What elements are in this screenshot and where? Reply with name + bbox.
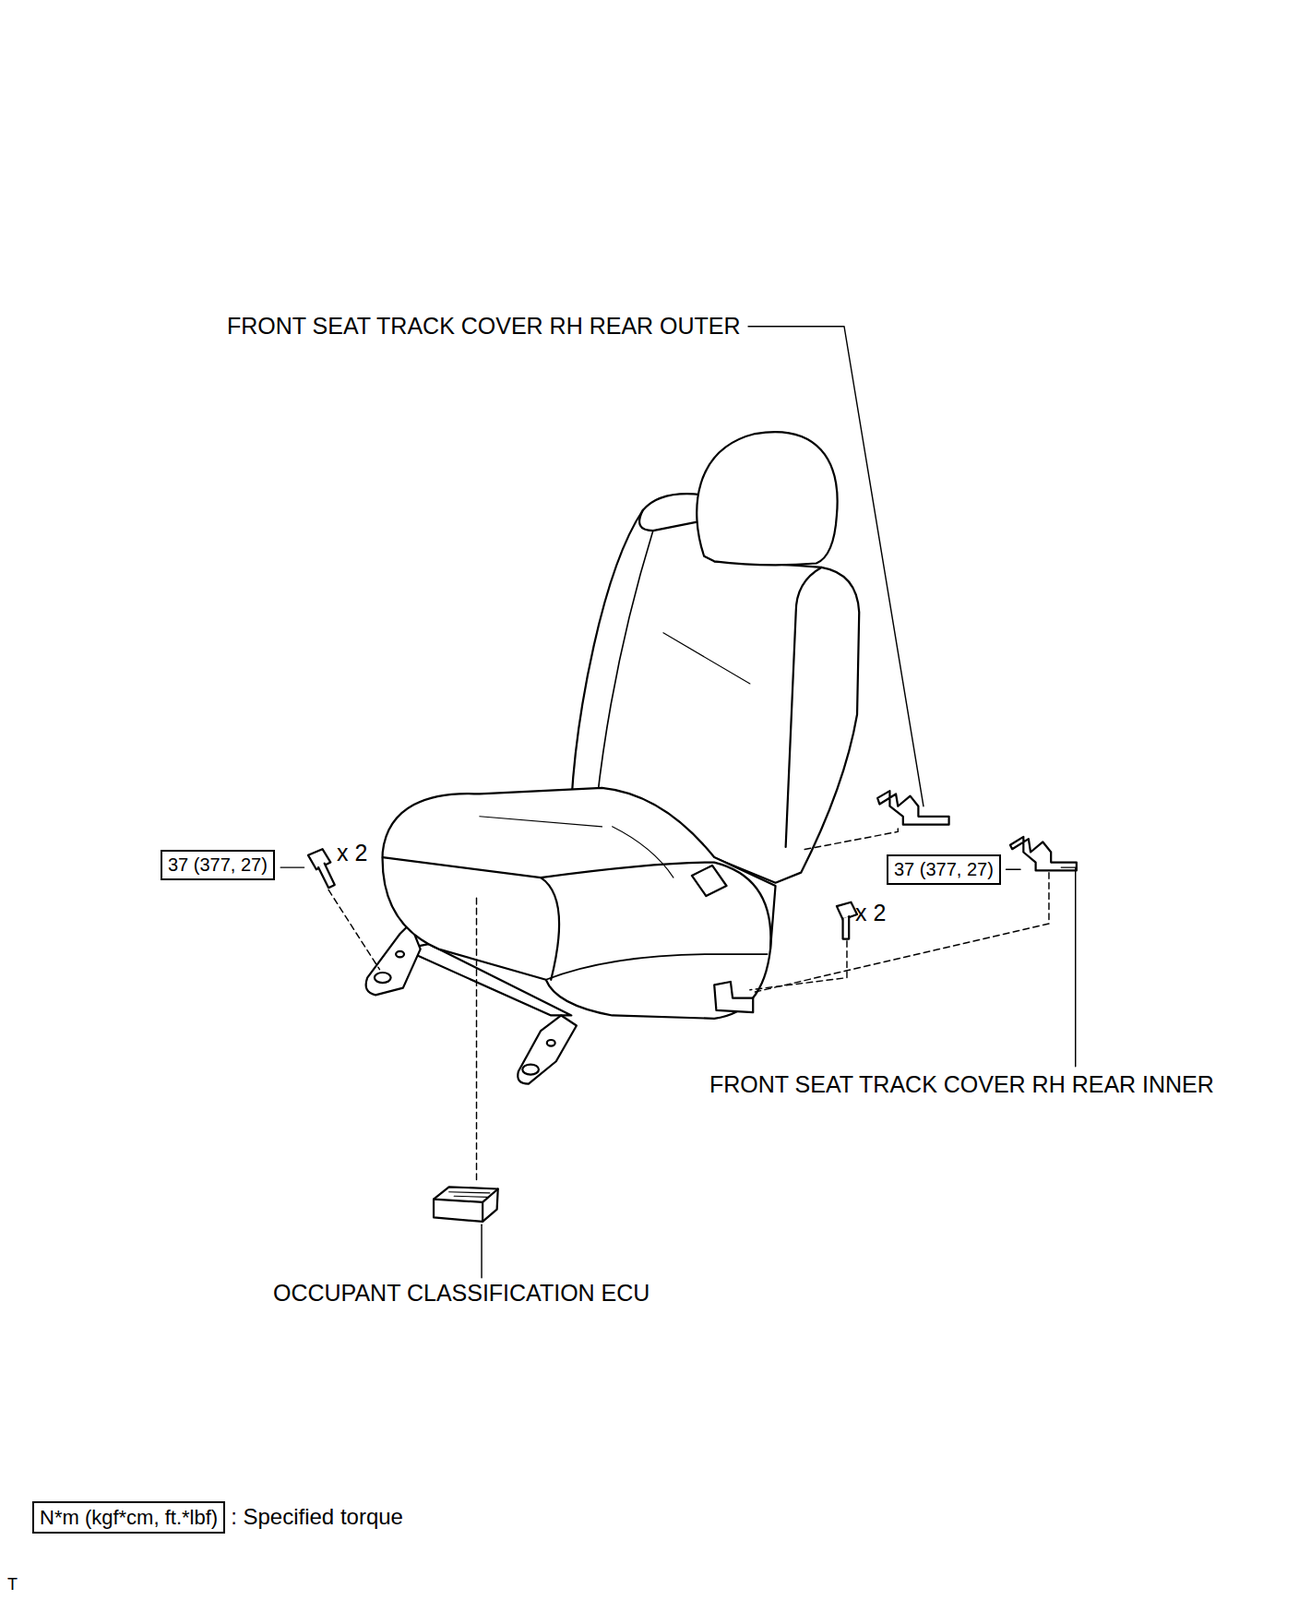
torque-value: 37 (377, 27) bbox=[167, 854, 268, 876]
leader-line bbox=[748, 325, 845, 327]
part-name: FRONT SEAT TRACK COVER RH REAR INNER bbox=[709, 1072, 1215, 1098]
track-cover bbox=[1010, 836, 1077, 870]
part-name: FRONT SEAT TRACK COVER RH REAR OUTER bbox=[226, 313, 741, 340]
track-cover bbox=[877, 790, 949, 824]
seat-bracket bbox=[517, 1014, 577, 1084]
seat-bracket bbox=[714, 981, 753, 1013]
leader-line bbox=[280, 326, 1076, 1278]
part-name: OCCUPANT CLASSIFICATION ECU bbox=[273, 1280, 650, 1307]
seat-headrest bbox=[696, 431, 837, 565]
torque-value: 37 (377, 27) bbox=[893, 858, 994, 881]
seat-cushion bbox=[382, 787, 776, 1019]
torque-legend-box: N*m (kgf*cm, ft.*lbf) bbox=[32, 1501, 226, 1534]
seat-bracket bbox=[366, 923, 421, 995]
quantity: x 2 bbox=[336, 840, 368, 867]
bolt bbox=[308, 848, 335, 888]
torque-box: 37 (377, 27) bbox=[886, 854, 1002, 885]
ecu bbox=[433, 1186, 499, 1222]
legend-text: : Specified torque bbox=[230, 1504, 404, 1529]
torque-value: N*m (kgf*cm, ft.*lbf) bbox=[39, 1505, 218, 1529]
page-mark: T bbox=[7, 1575, 18, 1595]
torque-box: 37 (377, 27) bbox=[160, 849, 275, 881]
install-line bbox=[328, 828, 1049, 1184]
bolt bbox=[836, 902, 858, 940]
quantity: x 2 bbox=[855, 900, 886, 927]
